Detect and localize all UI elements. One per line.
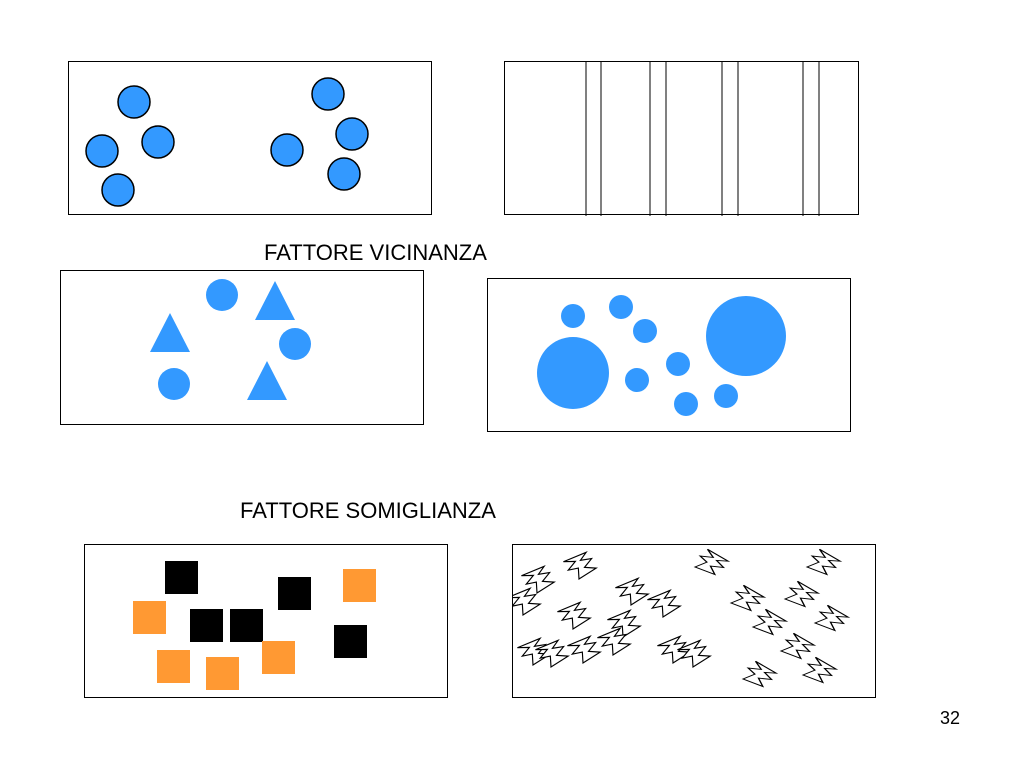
proximity-caption: FATTORE VICINANZA xyxy=(264,240,487,265)
lightning-bolt-icon xyxy=(691,545,731,579)
similarity-shapes-panel xyxy=(60,270,424,425)
blue-circle xyxy=(279,328,311,360)
lightning-bolt-icon xyxy=(739,657,779,691)
small-blue-circle xyxy=(666,352,690,376)
lightning-bolt-icon xyxy=(559,546,601,584)
lightning-bolt-icon xyxy=(563,630,605,668)
black-square xyxy=(278,577,311,610)
proximity-lines-figure xyxy=(585,62,820,216)
small-blue-circle xyxy=(674,392,698,416)
blue-circle xyxy=(141,125,175,159)
lightning-bolt-icon xyxy=(611,572,653,610)
lightning-bolt-icon xyxy=(727,581,767,615)
small-blue-circle xyxy=(633,319,657,343)
similarity-color-panel xyxy=(84,544,448,698)
blue-circle xyxy=(335,117,369,151)
lightning-bolt-icon xyxy=(811,601,851,635)
lightning-bolt-icon xyxy=(781,577,821,611)
lightning-bolt-icon xyxy=(799,653,839,687)
small-blue-circle xyxy=(609,295,633,319)
lightning-bolt-icon xyxy=(777,629,817,663)
lightning-bolt-icon xyxy=(553,596,595,634)
blue-circle xyxy=(117,85,151,119)
page-number: 32 xyxy=(940,708,961,728)
black-square xyxy=(230,609,263,642)
orange-square xyxy=(262,641,295,674)
proximity-circles-panel xyxy=(68,61,432,215)
blue-triangle xyxy=(247,361,287,400)
orange-square xyxy=(206,657,239,690)
blue-circle xyxy=(270,133,304,167)
small-blue-circle xyxy=(714,384,738,408)
blue-triangle xyxy=(150,313,190,352)
lightning-bolt-icon xyxy=(643,584,685,622)
blue-circle xyxy=(311,77,345,111)
similarity-orientation-panel xyxy=(512,544,876,698)
similarity-caption: FATTORE SOMIGLIANZA xyxy=(240,498,496,523)
black-square xyxy=(190,609,223,642)
large-blue-circle xyxy=(706,296,786,376)
small-blue-circle xyxy=(625,368,649,392)
orange-square xyxy=(343,569,376,602)
proximity-circles-figure xyxy=(85,77,369,207)
orange-square xyxy=(133,601,166,634)
blue-circle xyxy=(158,368,190,400)
blue-circle xyxy=(206,279,238,311)
blue-circle xyxy=(85,134,119,168)
blue-circle xyxy=(327,157,361,191)
lightning-bolt-icon xyxy=(803,545,843,579)
blue-triangle xyxy=(255,281,295,320)
black-square xyxy=(165,561,198,594)
similarity-sizes-figure xyxy=(537,295,786,416)
proximity-lines-panel xyxy=(504,61,859,216)
similarity-sizes-panel xyxy=(487,278,851,432)
large-blue-circle xyxy=(537,337,609,409)
black-square xyxy=(334,625,367,658)
similarity-shapes-figure xyxy=(150,279,311,400)
orange-square xyxy=(157,650,190,683)
similarity-color-figure xyxy=(133,561,376,690)
small-blue-circle xyxy=(561,304,585,328)
similarity-orientation-figure xyxy=(513,545,851,691)
blue-circle xyxy=(101,173,135,207)
lightning-bolt-icon xyxy=(749,605,789,639)
